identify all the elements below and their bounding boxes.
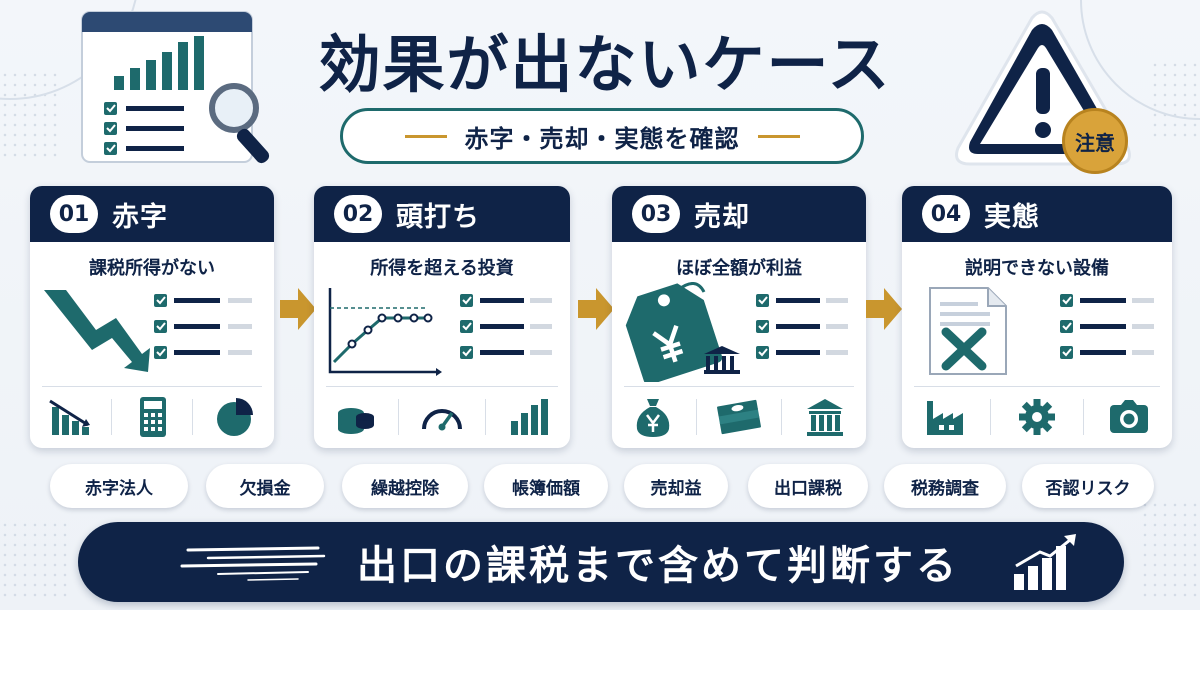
card-title: 頭打ち (396, 201, 480, 233)
yen-tag-checklist-illustration (625, 282, 848, 382)
conclusion-banner: 出口の課税まで含めて判断する (78, 522, 1124, 602)
card-header: 03 売却 (612, 186, 866, 242)
card-subtitle: 所得を超える投資 (370, 258, 514, 279)
money-bag-icon (636, 399, 670, 437)
gear-icon (1018, 399, 1055, 435)
flow-arrow-icon (866, 288, 902, 330)
subtitle-text: 赤字・売却・実態を確認 (464, 124, 740, 153)
speed-lines-icon (180, 546, 326, 581)
speedometer-icon (421, 409, 462, 431)
card-divider (624, 386, 854, 387)
icon-separator (990, 399, 992, 435)
keyword-tag: 繰越控除 (342, 464, 468, 508)
keyword-tag: 売却益 (624, 464, 728, 508)
calculator-icon (139, 397, 166, 437)
card-number: 02 (334, 195, 382, 233)
factory-icon (926, 401, 963, 435)
card-divider (914, 386, 1160, 387)
icon-separator (192, 399, 194, 435)
bar-chart-icon (510, 399, 548, 435)
card-icon-row (322, 390, 562, 444)
page-title: 効果が出ないケース (318, 28, 892, 101)
dash-left (404, 134, 447, 138)
decor-dots (0, 520, 70, 600)
keyword-tag: 帳簿価額 (484, 464, 608, 508)
bank-icon (806, 399, 843, 436)
card-header: 01 赤字 (30, 186, 274, 242)
subtitle-pill: 赤字・売却・実態を確認 (340, 108, 864, 164)
card-number: 01 (50, 195, 98, 233)
flow-arrow-icon (578, 288, 614, 330)
report-magnifier-illustration (81, 11, 270, 164)
icon-separator (1082, 399, 1084, 435)
declining-bars-icon (49, 399, 91, 435)
card-divider (326, 386, 558, 387)
rejected-document-checklist-illustration (929, 287, 1154, 375)
card-icon-row (38, 390, 266, 444)
icon-separator (484, 399, 486, 435)
icon-separator (398, 399, 400, 435)
caution-badge: 注意 (1062, 108, 1128, 174)
card-number: 04 (922, 195, 970, 233)
keyword-tag: 赤字法人 (50, 464, 188, 508)
plateau-chart-checklist-illustration (328, 288, 552, 376)
card-subtitle: 課税所得がない (89, 258, 215, 279)
down-trend-checklist-illustration (44, 290, 252, 372)
card-title: 赤字 (112, 201, 168, 233)
infographic-canvas: 注意 効果が出ないケース 赤字・売却・実態を確認 01 赤字 課税所得がない (0, 0, 1200, 610)
dash-right (757, 134, 800, 138)
banknotes-icon (716, 399, 761, 435)
card-title: 実態 (984, 201, 1040, 233)
camera-icon (1110, 400, 1149, 433)
case-card-01: 01 赤字 課税所得がない (30, 186, 274, 448)
keyword-tag: 欠損金 (206, 464, 324, 508)
keyword-tag: 出口課税 (748, 464, 868, 508)
card-title: 売却 (694, 201, 750, 233)
card-header: 02 頭打ち (314, 186, 570, 242)
case-card-02: 02 頭打ち 所得を超える投資 (314, 186, 570, 448)
icon-separator (695, 399, 697, 435)
card-number: 03 (632, 195, 680, 233)
pie-chart-icon (216, 398, 253, 436)
case-card-04: 04 実態 説明できない設備 (902, 186, 1172, 448)
growth-chart-icon (1014, 534, 1076, 590)
card-header: 04 実態 (902, 186, 1172, 242)
conclusion-text: 出口の課税まで含めて判断する (357, 543, 959, 589)
icon-separator (110, 399, 112, 435)
icon-separator (781, 399, 783, 435)
card-subtitle: ほぼ全額が利益 (676, 258, 802, 279)
coin-stack-icon (338, 408, 375, 434)
card-icon-row (910, 390, 1164, 444)
card-icon-row (620, 390, 858, 444)
case-card-03: 03 売却 ほぼ全額が利益 (612, 186, 866, 448)
keyword-tag: 否認リスク (1022, 464, 1154, 508)
card-divider (42, 386, 262, 387)
card-subtitle: 説明できない設備 (965, 258, 1109, 279)
keyword-tag: 税務調査 (884, 464, 1006, 508)
flow-arrow-icon (280, 288, 316, 330)
decor-dots (1140, 500, 1200, 600)
